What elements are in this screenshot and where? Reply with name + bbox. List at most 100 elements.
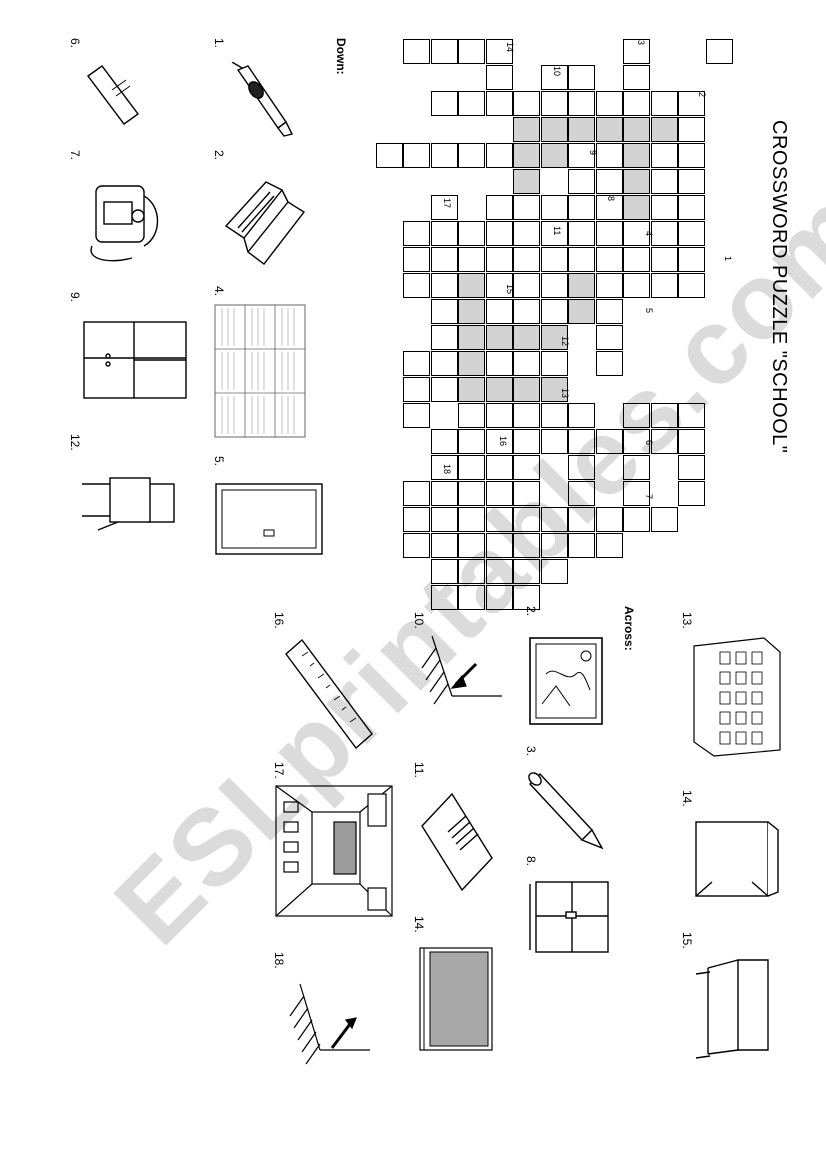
crossword-cell[interactable] <box>485 65 513 90</box>
crossword-cell[interactable] <box>513 559 540 584</box>
crossword-cell[interactable] <box>458 533 485 558</box>
crossword-cell[interactable] <box>595 143 623 168</box>
crossword-cell[interactable] <box>568 455 595 480</box>
crossword-cell[interactable] <box>458 455 485 480</box>
crossword-cell[interactable] <box>595 533 623 558</box>
crossword-cell[interactable] <box>595 169 623 194</box>
crossword-cell[interactable] <box>458 585 485 610</box>
crossword-cell[interactable] <box>403 481 430 506</box>
crossword-cell[interactable] <box>623 429 650 454</box>
crossword-cell[interactable] <box>430 39 458 64</box>
crossword-cell[interactable] <box>458 429 485 454</box>
crossword-cell[interactable] <box>623 403 650 428</box>
crossword-cell[interactable] <box>485 585 513 610</box>
crossword-cell[interactable] <box>458 325 485 350</box>
crossword-cell[interactable] <box>540 273 568 298</box>
crossword-cell[interactable] <box>595 247 623 272</box>
crossword-cell[interactable] <box>540 117 568 142</box>
crossword-cell[interactable] <box>623 455 650 480</box>
crossword-cell[interactable] <box>623 169 650 194</box>
crossword-cell[interactable] <box>513 273 540 298</box>
crossword-cell[interactable] <box>403 507 430 532</box>
crossword-cell[interactable] <box>458 143 485 168</box>
crossword-cell[interactable] <box>430 325 458 350</box>
crossword-cell[interactable] <box>430 377 458 402</box>
crossword-cell[interactable] <box>430 481 458 506</box>
crossword-cell[interactable] <box>568 481 595 506</box>
crossword-cell[interactable] <box>513 481 540 506</box>
crossword-cell[interactable] <box>430 247 458 272</box>
crossword-cell[interactable] <box>540 91 568 116</box>
crossword-cell[interactable] <box>568 169 595 194</box>
crossword-cell[interactable] <box>568 143 595 168</box>
crossword-cell[interactable] <box>540 533 568 558</box>
crossword-cell[interactable] <box>540 351 568 376</box>
crossword-cell[interactable] <box>485 299 513 324</box>
crossword-cell[interactable] <box>513 169 540 194</box>
crossword-cell[interactable] <box>678 117 705 142</box>
crossword-cell[interactable] <box>458 351 485 376</box>
crossword-cell[interactable] <box>430 221 458 246</box>
crossword-cell[interactable] <box>650 247 678 272</box>
crossword-cell[interactable] <box>485 559 513 584</box>
crossword-cell[interactable] <box>375 143 403 168</box>
crossword-cell[interactable] <box>678 455 705 480</box>
crossword-cell[interactable] <box>403 273 430 298</box>
crossword-cell[interactable] <box>650 273 678 298</box>
crossword-cell[interactable] <box>623 507 650 532</box>
crossword-cell[interactable] <box>540 403 568 428</box>
crossword-cell[interactable] <box>485 403 513 428</box>
crossword-cell[interactable] <box>403 221 430 246</box>
crossword-cell[interactable] <box>595 273 623 298</box>
crossword-cell[interactable] <box>623 481 650 506</box>
crossword-cell[interactable] <box>485 351 513 376</box>
crossword-cell[interactable] <box>678 169 705 194</box>
crossword-cell[interactable] <box>485 143 513 168</box>
crossword-cell[interactable] <box>650 169 678 194</box>
crossword-cell[interactable] <box>678 429 705 454</box>
crossword-cell[interactable] <box>650 403 678 428</box>
crossword-cell[interactable] <box>568 273 595 298</box>
crossword-cell[interactable] <box>623 91 650 116</box>
crossword-cell[interactable] <box>430 273 458 298</box>
crossword-cell[interactable] <box>540 429 568 454</box>
crossword-cell[interactable] <box>595 221 623 246</box>
crossword-cell[interactable] <box>678 195 705 220</box>
crossword-cell[interactable] <box>458 507 485 532</box>
crossword-cell[interactable] <box>595 351 623 376</box>
crossword-cell[interactable] <box>623 195 650 220</box>
crossword-cell[interactable] <box>595 429 623 454</box>
crossword-cell[interactable] <box>430 507 458 532</box>
crossword-cell[interactable] <box>650 143 678 168</box>
crossword-cell[interactable] <box>458 559 485 584</box>
crossword-cell[interactable] <box>568 247 595 272</box>
crossword-cell[interactable] <box>623 273 650 298</box>
crossword-cell[interactable] <box>458 481 485 506</box>
crossword-cell[interactable] <box>485 481 513 506</box>
crossword-cell[interactable] <box>403 247 430 272</box>
crossword-cell[interactable] <box>430 533 458 558</box>
crossword-cell[interactable] <box>595 195 623 220</box>
crossword-cell[interactable] <box>485 507 513 532</box>
crossword-cell[interactable] <box>678 403 705 428</box>
crossword-cell[interactable] <box>678 481 705 506</box>
crossword-cell[interactable] <box>403 39 430 64</box>
crossword-cell[interactable] <box>568 91 595 116</box>
crossword-cell[interactable] <box>540 143 568 168</box>
crossword-cell[interactable] <box>595 117 623 142</box>
crossword-cell[interactable] <box>513 455 540 480</box>
crossword-cell[interactable] <box>458 273 485 298</box>
crossword-cell[interactable] <box>513 351 540 376</box>
crossword-cell[interactable] <box>513 377 540 402</box>
crossword-cell[interactable] <box>430 585 458 610</box>
crossword-cell[interactable] <box>540 195 568 220</box>
crossword-cell[interactable] <box>403 143 430 168</box>
crossword-cell[interactable] <box>540 559 568 584</box>
crossword-cell[interactable] <box>650 117 678 142</box>
crossword-cell[interactable] <box>430 455 458 480</box>
crossword-cell[interactable] <box>540 377 568 402</box>
crossword-cell[interactable] <box>595 325 623 350</box>
crossword-cell[interactable] <box>595 299 623 324</box>
crossword-cell[interactable] <box>568 507 595 532</box>
crossword-cell[interactable] <box>513 533 540 558</box>
